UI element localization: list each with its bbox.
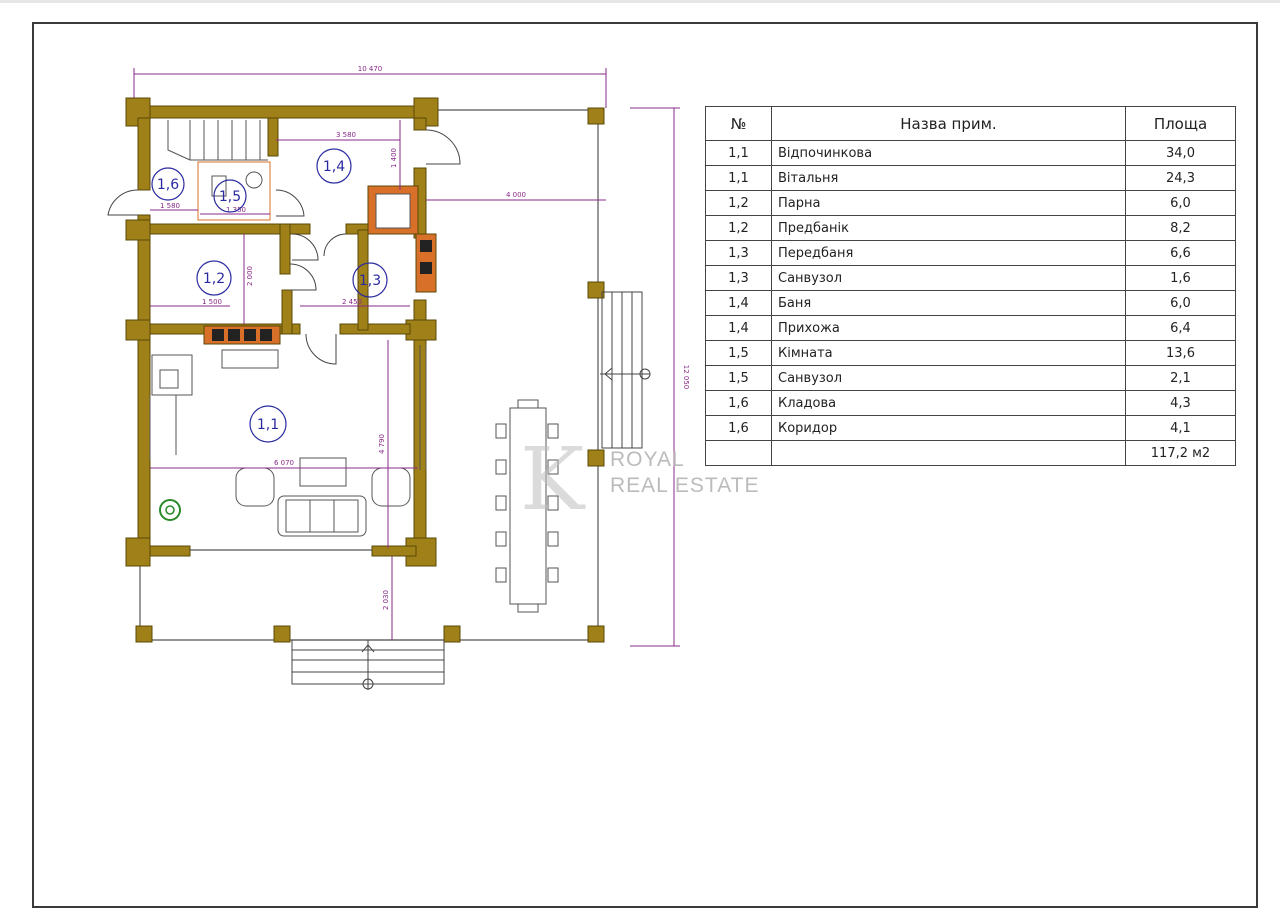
furniture bbox=[149, 345, 427, 551]
top-border bbox=[0, 0, 1280, 3]
total-area: 117,2 м2 bbox=[1125, 440, 1236, 466]
row-room-name: Санвузол bbox=[771, 265, 1126, 291]
table-total-row: 117,2 м2 bbox=[705, 440, 1236, 466]
room-label-1-6: 1,6 bbox=[157, 177, 179, 193]
sauna-stove bbox=[203, 185, 437, 345]
row-number: 1,1 bbox=[705, 140, 772, 166]
dimension-text: 10 470 12 050 3 580 1 400 4 000 1 580 1 … bbox=[160, 65, 690, 610]
dim-d7: 1 500 bbox=[202, 298, 222, 306]
row-area: 6,6 bbox=[1125, 240, 1236, 266]
dim-d8: 2 450 bbox=[342, 298, 362, 306]
dim-d9: 6 070 bbox=[274, 459, 294, 467]
row-room-name: Кладова bbox=[771, 390, 1126, 416]
dimension-lines bbox=[133, 68, 680, 647]
dim-d1: 3 580 bbox=[336, 131, 356, 139]
row-area: 6,0 bbox=[1125, 290, 1236, 316]
terrace-dining-table bbox=[495, 399, 559, 613]
row-area: 6,4 bbox=[1125, 315, 1236, 341]
row-room-name: Вітальня bbox=[771, 165, 1126, 191]
row-room-name: Коридор bbox=[771, 415, 1126, 441]
row-number: 1,5 bbox=[705, 340, 772, 366]
dim-overall-width: 10 470 bbox=[358, 65, 383, 73]
row-area: 4,3 bbox=[1125, 390, 1236, 416]
dim-d10: 4 790 bbox=[378, 434, 386, 454]
row-number: 1,6 bbox=[705, 415, 772, 441]
row-area: 4,1 bbox=[1125, 415, 1236, 441]
row-room-name: Кімната bbox=[771, 340, 1126, 366]
row-area: 6,0 bbox=[1125, 190, 1236, 216]
room-label-1-5: 1,5 bbox=[219, 189, 241, 205]
row-room-name: Баня bbox=[771, 290, 1126, 316]
table-header-row: № Назва прим. Площа bbox=[705, 106, 1236, 141]
header-area: Площа bbox=[1125, 106, 1236, 141]
dim-d5: 1 350 bbox=[226, 206, 246, 214]
row-room-name: Передбаня bbox=[771, 240, 1126, 266]
header-number: № bbox=[705, 106, 772, 141]
row-number: 1,2 bbox=[705, 215, 772, 241]
dim-overall-height: 12 050 bbox=[682, 365, 690, 390]
row-area: 13,6 bbox=[1125, 340, 1236, 366]
row-area: 8,2 bbox=[1125, 215, 1236, 241]
row-area: 34,0 bbox=[1125, 140, 1236, 166]
row-room-name: Санвузол bbox=[771, 365, 1126, 391]
row-room-name: Відпочинкова bbox=[771, 140, 1126, 166]
room-label-1-4: 1,4 bbox=[323, 159, 345, 175]
row-room-name: Парна bbox=[771, 190, 1126, 216]
room-label-1-1: 1,1 bbox=[257, 417, 279, 433]
dim-d3: 4 000 bbox=[506, 191, 526, 199]
row-area: 24,3 bbox=[1125, 165, 1236, 191]
row-number: 1,6 bbox=[705, 390, 772, 416]
row-number: 1,5 bbox=[705, 365, 772, 391]
row-number: 1,3 bbox=[705, 240, 772, 266]
bathroom-fixtures bbox=[197, 161, 271, 221]
row-number: 1,4 bbox=[705, 290, 772, 316]
row-number: 1,2 bbox=[705, 190, 772, 216]
row-room-name: Предбанік bbox=[771, 215, 1126, 241]
room-label-1-3: 1,3 bbox=[359, 273, 381, 289]
dim-d6: 2 000 bbox=[246, 266, 254, 286]
dim-d11: 2 030 bbox=[382, 590, 390, 610]
entrance-steps bbox=[291, 291, 651, 690]
room-label-1-2: 1,2 bbox=[203, 271, 225, 287]
row-number: 1,4 bbox=[705, 315, 772, 341]
stairs bbox=[167, 120, 268, 161]
room-labels bbox=[151, 148, 388, 443]
row-area: 1,6 bbox=[1125, 265, 1236, 291]
row-area: 2,1 bbox=[1125, 365, 1236, 391]
doors bbox=[107, 129, 461, 365]
header-room-name: Назва прим. bbox=[771, 106, 1126, 141]
row-room-name: Прихожа bbox=[771, 315, 1126, 341]
terrace-posts bbox=[135, 107, 605, 643]
row-number: 1,1 bbox=[705, 165, 772, 191]
row-number: 1,3 bbox=[705, 265, 772, 291]
dim-d2: 1 400 bbox=[390, 148, 398, 168]
dim-d4: 1 580 bbox=[160, 202, 180, 210]
